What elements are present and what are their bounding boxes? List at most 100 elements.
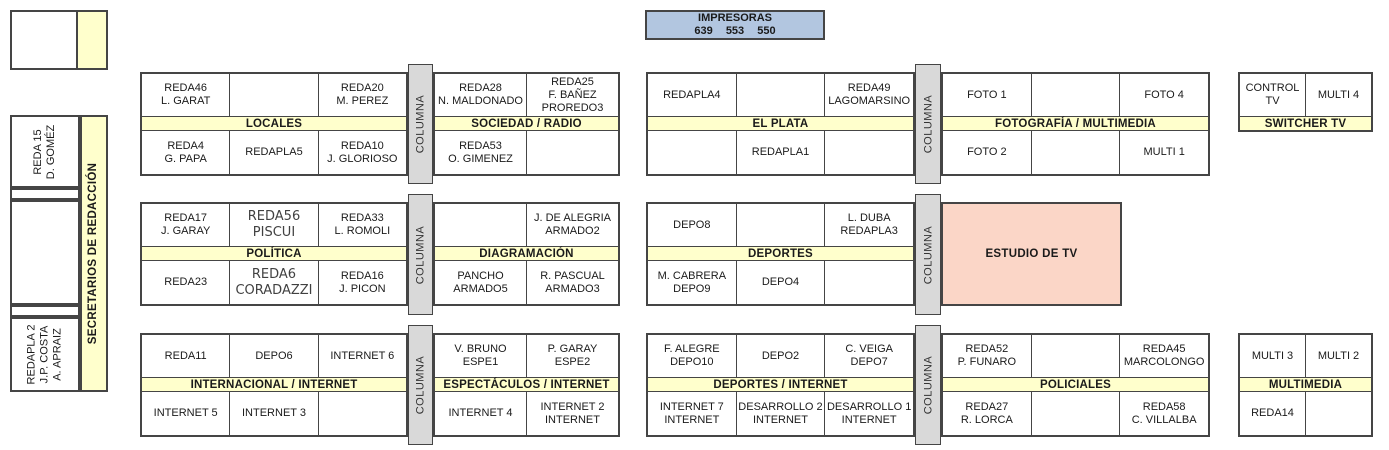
columna-strip: COLUMNA (408, 325, 433, 445)
sidebar-spacer-box (10, 188, 80, 200)
secretaries-label: SECRETARIOS DE REDACCIÓN (87, 162, 100, 345)
section-switcher-tv: CONTROL TV MULTI 4 SWITCHER TV (1238, 72, 1373, 132)
desk-cell: INTERNET 4 (435, 392, 526, 435)
desk-cell: FOTO 2 (943, 131, 1031, 174)
sidebar-desk-label: REDAPLA 2 J.P. COSTA A. APRAIZ (25, 324, 64, 385)
section-header: MULTIMEDIA (1240, 378, 1371, 391)
desk-cell: M. CABRERA DEPO9 (648, 261, 736, 304)
desk-cell: DEPO4 (736, 261, 825, 304)
entrance-side-box (76, 10, 108, 70)
desk-cell: FOTO 4 (1120, 74, 1208, 116)
columna-strip: COLUMNA (915, 194, 941, 315)
printers-title: IMPRESORAS (698, 12, 772, 24)
tv-studio-label: ESTUDIO DE TV (985, 248, 1078, 260)
desk-cell (1031, 74, 1120, 116)
columna-label: COLUMNA (414, 355, 427, 415)
desk-cell: REDA52 P. FUNARO (943, 335, 1031, 377)
desk-cell: REDA33 L. ROMOLI (318, 204, 406, 246)
section-internacional-internet: REDA11 DEPO6 INTERNET 6 INTERNACIONAL / … (140, 333, 408, 437)
desk-cell: MULTI 4 (1306, 74, 1371, 116)
desk-cell: REDA4 G. PAPA (142, 131, 230, 174)
desk-cell: CONTROL TV (1240, 74, 1305, 116)
section-el-plata: REDAPLA4 REDA49 LAGOMARSINO EL PLATA RED… (646, 72, 915, 176)
desk-cell: DESARROLLO 2 INTERNET (736, 392, 825, 435)
desk-cell (1031, 131, 1120, 174)
desk-cell: F. ALEGRE DEPO10 (648, 335, 736, 377)
section-header: LOCALES (142, 117, 406, 130)
desk-cell: L. DUBA REDAPLA3 (825, 204, 913, 246)
columna-strip: COLUMNA (915, 325, 941, 445)
secretaries-bar: SECRETARIOS DE REDACCIÓN (80, 115, 108, 392)
desk-cell: DEPO2 (736, 335, 825, 377)
desk-cell (230, 74, 318, 116)
section-header: DEPORTES / INTERNET (648, 378, 913, 391)
desk-cell: REDA56 PISCUI (230, 204, 318, 246)
section-header: EL PLATA (648, 117, 913, 130)
desk-cell: REDA27 R. LORCA (943, 392, 1031, 435)
section-deportes-internet: F. ALEGRE DEPO10 DEPO2 C. VEIGA DEPO7 DE… (646, 333, 915, 437)
desk-cell: INTERNET 5 (142, 392, 230, 435)
desk-cell (1031, 392, 1120, 435)
desk-cell: REDA23 (142, 261, 230, 304)
sidebar-spacer-box (10, 305, 80, 317)
section-header: POLICIALES (943, 378, 1208, 391)
columna-label: COLUMNA (414, 94, 427, 154)
desk-cell: REDA46 L. GARAT (142, 74, 230, 116)
sidebar-desk-redapla2: REDAPLA 2 J.P. COSTA A. APRAIZ (10, 317, 80, 392)
desk-cell: REDAPLA4 (648, 74, 736, 116)
desk-cell: J. DE ALEGRIA ARMADO2 (527, 204, 618, 246)
desk-cell (435, 204, 526, 246)
desk-cell (736, 204, 825, 246)
desk-cell (1031, 335, 1120, 377)
desk-cell: REDA28 N. MALDONADO (435, 74, 526, 116)
desk-cell: MULTI 3 (1240, 335, 1305, 377)
desk-cell: REDA53 O. GIMENEZ (435, 131, 526, 174)
desk-cell: MULTI 2 (1306, 335, 1371, 377)
section-diagramacion: J. DE ALEGRIA ARMADO2 DIAGRAMACIÓN PANCH… (433, 202, 620, 306)
columna-label: COLUMNA (922, 94, 935, 154)
section-header: DIAGRAMACIÓN (435, 247, 618, 260)
desk-cell: REDAPLA1 (736, 131, 825, 174)
section-policiales: REDA52 P. FUNARO REDA45 MARCOLONGO POLIC… (941, 333, 1210, 437)
desk-cell: MULTI 1 (1120, 131, 1208, 174)
desk-cell: V. BRUNO ESPE1 (435, 335, 526, 377)
section-header: ESPECTÁCULOS / INTERNET (435, 378, 618, 391)
desk-cell: REDA11 (142, 335, 230, 377)
desk-cell: DESARROLLO 1 INTERNET (825, 392, 913, 435)
desk-cell (825, 131, 913, 174)
desk-cell: FOTO 1 (943, 74, 1031, 116)
desk-cell: DEPO8 (648, 204, 736, 246)
columna-label: COLUMNA (922, 355, 935, 415)
tv-studio-box: ESTUDIO DE TV (941, 202, 1122, 306)
section-header: POLÍTICA (142, 247, 406, 260)
entrance-box (10, 10, 78, 70)
desk-cell: INTERNET 2 INTERNET (527, 392, 618, 435)
desk-cell: INTERNET 7 INTERNET (648, 392, 736, 435)
section-header: INTERNACIONAL / INTERNET (142, 378, 406, 391)
printers-numbers: 639 553 550 (694, 25, 776, 37)
desk-cell: REDA49 LAGOMARSINO (825, 74, 913, 116)
columna-label: COLUMNA (922, 225, 935, 284)
sidebar-empty-box (10, 200, 80, 305)
section-sociedad-radio: REDA28 N. MALDONADO REDA25 F. BAÑEZ PROR… (433, 72, 620, 176)
desk-cell: REDA58 C. VILLALBA (1120, 392, 1208, 435)
sidebar-desk-label: REDA 15 D. GOMÉZ (31, 124, 57, 179)
section-fotografia-multimedia: FOTO 1 FOTO 4 FOTOGRAFÍA / MULTIMEDIA FO… (941, 72, 1210, 176)
section-deportes: DEPO8 L. DUBA REDAPLA3 DEPORTES M. CABRE… (646, 202, 915, 306)
desk-cell: REDA17 J. GARAY (142, 204, 230, 246)
desk-cell: P. GARAY ESPE2 (527, 335, 618, 377)
columna-strip: COLUMNA (408, 64, 433, 184)
desk-cell (736, 74, 825, 116)
desk-cell: DEPO6 (230, 335, 318, 377)
desk-cell: R. PASCUAL ARMADO3 (527, 261, 618, 304)
desk-cell (648, 131, 736, 174)
section-espectaculos-internet: V. BRUNO ESPE1 P. GARAY ESPE2 ESPECTÁCUL… (433, 333, 620, 437)
desk-cell: C. VEIGA DEPO7 (825, 335, 913, 377)
section-locales: REDA46 L. GARAT REDA20 M. PEREZ LOCALES … (140, 72, 408, 176)
desk-cell: REDA6 CORADAZZI (230, 261, 318, 304)
desk-cell: REDA25 F. BAÑEZ PROREDO3 (527, 74, 618, 116)
desk-cell (1306, 392, 1371, 435)
sidebar-desk-reda15: REDA 15 D. GOMÉZ (10, 115, 80, 188)
section-politica: REDA17 J. GARAY REDA56 PISCUI REDA33 L. … (140, 202, 408, 306)
desk-cell: INTERNET 3 (230, 392, 318, 435)
